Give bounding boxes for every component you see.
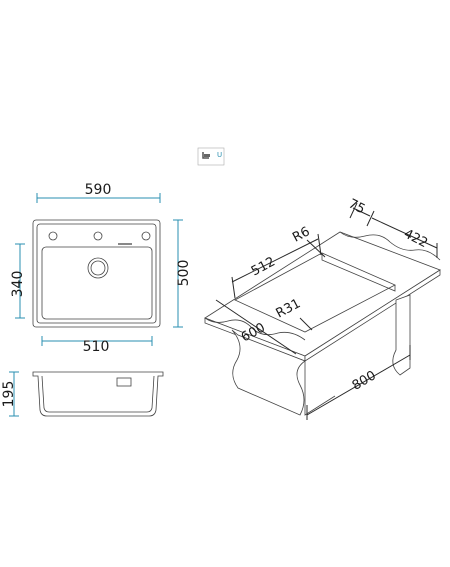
cabinet-right-side [392, 294, 411, 376]
tap-hole-left [48, 231, 58, 241]
dim-422-label: 422 [401, 227, 430, 252]
r6-label: R6 [290, 224, 312, 245]
dim-75-label: 75 [346, 196, 368, 217]
overflow-outlet [116, 377, 132, 387]
top-view: 590 340 500 510 [10, 182, 192, 355]
dim-800-label: 800 [350, 368, 379, 393]
tap-hole-right [141, 231, 151, 241]
cabinet-left-side [231, 329, 306, 416]
sink-outline-top [32, 219, 161, 328]
installation-view: 75 422 R6 512 R31 600 800 [204, 196, 441, 420]
sink-profile [32, 371, 164, 417]
dim-510-label: 510 [83, 339, 110, 355]
tap-hole-middle [93, 231, 103, 241]
drain-u-label: U [217, 151, 222, 159]
dim-500-label: 500 [176, 260, 192, 287]
dim-195-label: 195 [1, 381, 17, 408]
dim-340-label: 340 [10, 271, 26, 298]
drain-outer [87, 257, 109, 279]
dim-590-label: 590 [85, 182, 112, 198]
bowl-outline-top [41, 246, 153, 320]
side-view: 195 [1, 371, 164, 417]
drain-u-icon: U [197, 147, 225, 166]
